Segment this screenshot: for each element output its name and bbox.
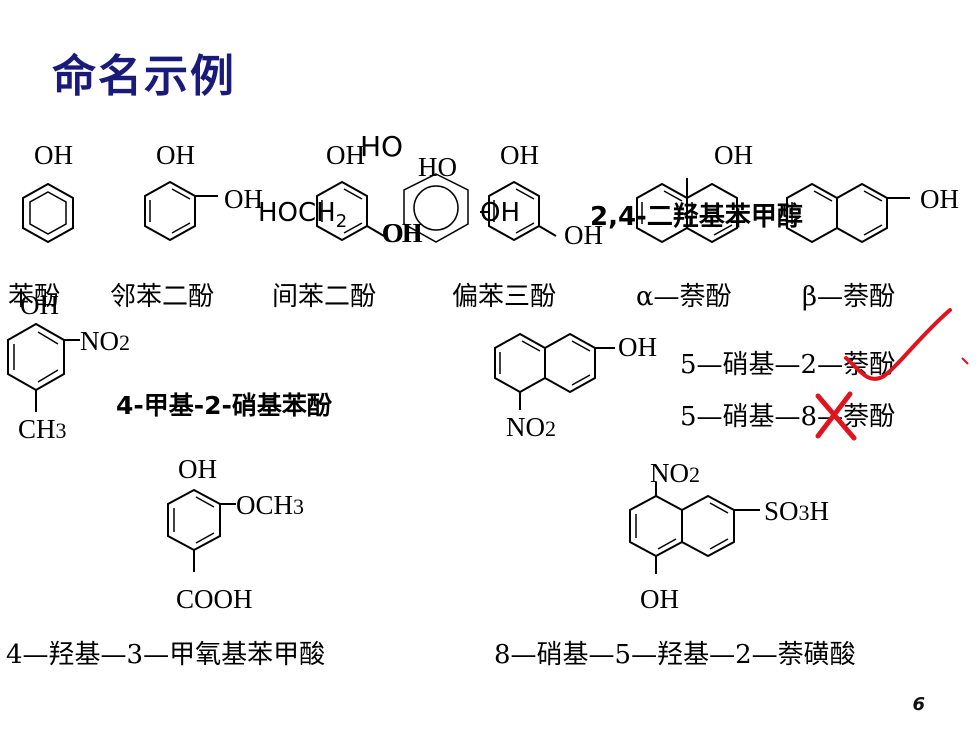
nitronaphthol-oh: OH (618, 332, 657, 362)
diol-overlay-structure (396, 168, 496, 258)
vanillic-och3: OCH3 (236, 490, 305, 520)
cross-mark-icon (810, 390, 860, 442)
pyrogallol-oh-right: OH (564, 220, 603, 250)
phenol-name: 苯酚 (8, 282, 61, 312)
sulfonic-so3h: SO3H (764, 496, 830, 526)
wrong-name: 5—硝基—8—萘酚 (680, 402, 896, 432)
nitronaphthol-structure (490, 330, 620, 420)
beta-naphthol-name: β—萘酚 (802, 282, 896, 312)
pyrogallol-oh-bottom: OH (382, 218, 421, 248)
page-number: 6 (912, 694, 925, 715)
catechol-name: 邻苯二酚 (110, 282, 215, 312)
pyrogallol-ho-a: HO (418, 152, 457, 182)
correct-name: 5—硝基—2—萘酚 (680, 350, 896, 380)
phenol-structure (18, 180, 78, 250)
diol-overlay-oh: OH (480, 198, 521, 228)
beta-naphthol-oh: OH (920, 184, 959, 214)
methyl-nitrophenol-name: 4-甲基-2-硝基苯酚 (116, 391, 332, 420)
methyl-nitrophenol-structure (0, 318, 90, 428)
methyl-nitrophenol-no2: NO2 (80, 326, 130, 356)
nitronaphthol-no2: NO2 (506, 412, 556, 442)
phenol-oh-label: OH (34, 140, 73, 170)
resorcinol-structure (312, 178, 392, 258)
sulfonic-no2: NO2 (650, 458, 700, 488)
pyrogallol-name: 偏苯三酚 (452, 282, 557, 312)
methyl-nitrophenol-ch3: CH3 (18, 414, 67, 444)
vanillic-structure (162, 484, 262, 594)
sulfonic-name: 8—硝基—5—羟基—2—萘磺酸 (494, 640, 856, 670)
slide-title: 命名示例 (52, 51, 236, 102)
alpha-naphthol-name: α—萘酚 (636, 282, 732, 312)
catechol-structure (140, 178, 230, 248)
alpha-naphthol-oh: OH (714, 140, 753, 170)
beta-naphthol-structure (782, 180, 922, 250)
diol-overlay-name: 2,4-二羟基苯甲醇 (590, 202, 803, 232)
check-mark-icon (838, 306, 968, 386)
vanillic-cooh: COOH (176, 584, 253, 614)
vanillic-oh: OH (178, 454, 217, 484)
vanillic-name: 4—羟基—3—甲氧基苯甲酸 (6, 640, 326, 670)
pyrogallol-structure (484, 178, 564, 258)
methyl-nitrophenol-oh: OH (20, 290, 59, 320)
sulfonic-oh: OH (640, 584, 679, 614)
diol-overlay-ho-top: HO (360, 130, 404, 163)
catechol-oh-top: OH (156, 140, 195, 170)
catechol-oh-right: OH (224, 184, 263, 214)
resorcinol-name: 间苯二酚 (272, 282, 377, 312)
sulfonic-structure (618, 486, 778, 596)
pyrogallol-oh-top: OH (500, 140, 539, 170)
resorcinol-oh-top: OH (326, 140, 365, 170)
alpha-naphthol-structure (632, 180, 762, 250)
diol-overlay-ch2oh: HOCH2 (258, 198, 348, 232)
